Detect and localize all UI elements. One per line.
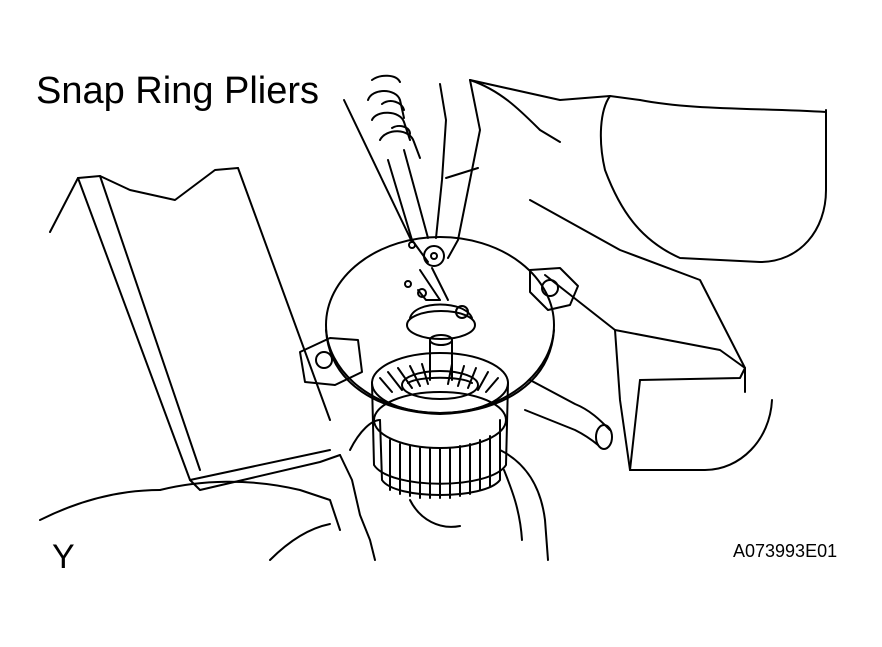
right-vise-jaw [470,80,826,470]
callout-leader-line [344,100,412,242]
callout-label: Snap Ring Pliers [36,70,320,112]
armature [372,353,508,498]
left-vise-jaw [50,168,340,490]
upper-hand [368,76,560,158]
corner-mark: Y [52,538,75,576]
snap-ring-pliers [388,80,480,300]
figure-code: A073993E01 [733,541,838,561]
lower-hand [40,420,548,560]
side-pipe [525,380,612,449]
shaft-and-snap-ring [407,305,475,381]
